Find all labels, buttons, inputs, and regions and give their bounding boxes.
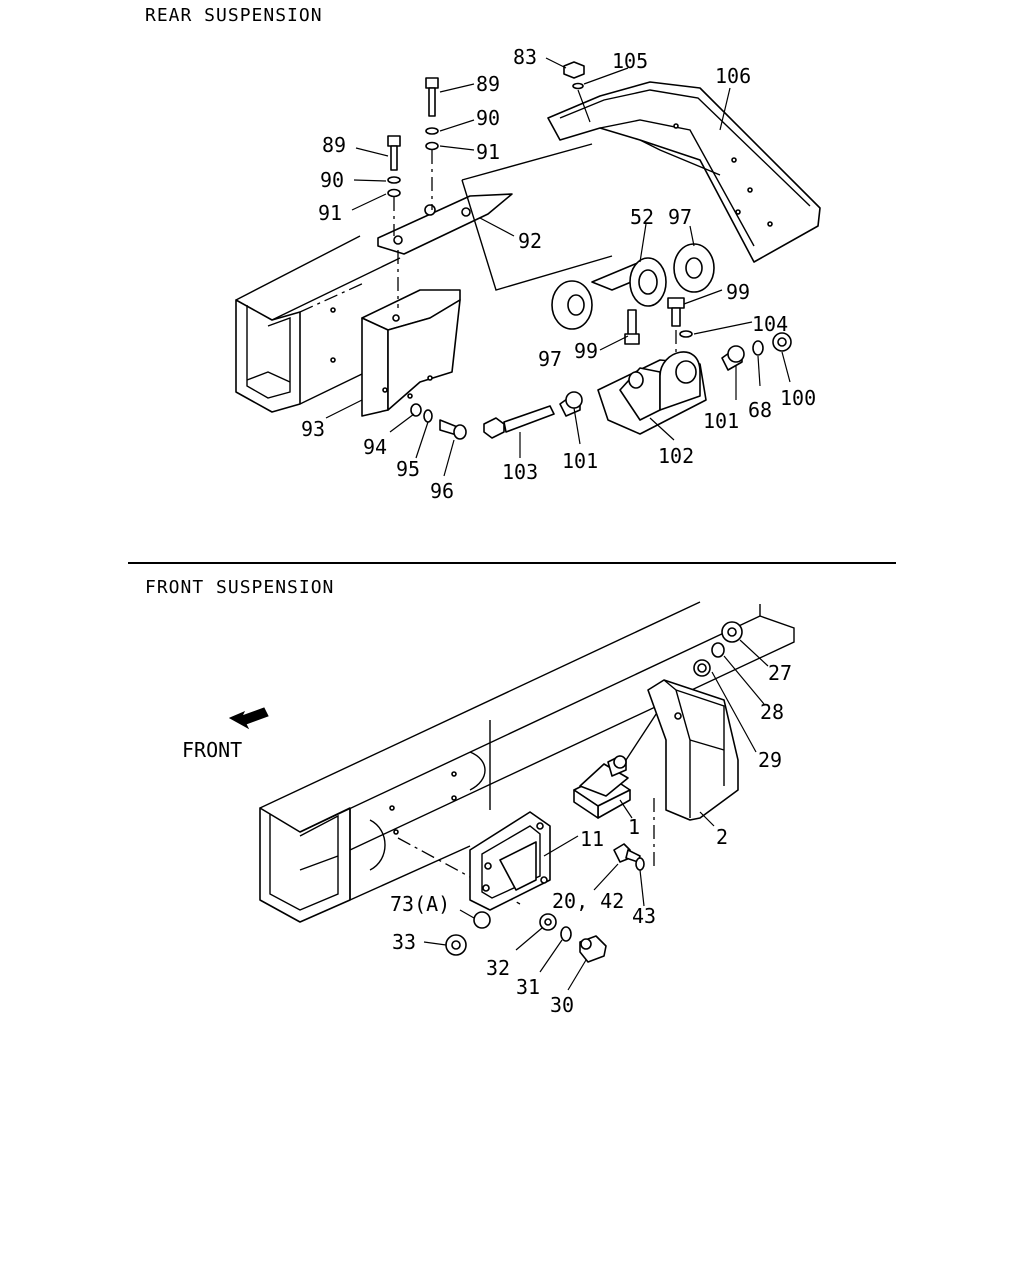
callout-97-left: 97 <box>538 347 562 371</box>
bolt-99-upper <box>667 297 685 327</box>
callout-104: 104 <box>752 312 788 336</box>
washer-97-left <box>551 280 593 330</box>
callout-90-left: 90 <box>320 168 344 192</box>
washer-90-left <box>387 176 401 184</box>
washer-104 <box>679 330 693 338</box>
washer-31 <box>560 926 572 942</box>
callout-2: 2 <box>716 825 728 849</box>
callout-28: 28 <box>760 700 784 724</box>
callout-93: 93 <box>301 417 325 441</box>
callout-27: 27 <box>768 661 792 685</box>
rear-leader-lines <box>325 57 791 477</box>
rear-frame-rail <box>235 235 401 413</box>
bolt-20-42 <box>613 843 641 863</box>
front-direction-label: FRONT <box>182 738 242 762</box>
part-11-mount-plate <box>469 811 551 911</box>
rear-suspension-title: REAR SUSPENSION <box>145 5 323 26</box>
part-2-hanger-bracket <box>647 679 739 821</box>
bolt-89-upper <box>425 77 439 117</box>
callout-52: 52 <box>630 205 654 229</box>
washer-94 <box>410 403 422 417</box>
nut-33 <box>445 934 467 956</box>
callout-103: 103 <box>502 460 538 484</box>
callout-11: 11 <box>580 827 604 851</box>
nut-100 <box>772 332 792 352</box>
bolt-96 <box>439 419 467 440</box>
callout-30: 30 <box>550 993 574 1017</box>
washer-105 <box>572 82 584 90</box>
callout-89-left: 89 <box>322 133 346 157</box>
callout-94: 94 <box>363 435 387 459</box>
callout-89-upper: 89 <box>476 72 500 96</box>
front-direction-arrow-icon <box>228 707 269 730</box>
bolt-89-left <box>387 135 401 171</box>
bushing-101-left <box>559 391 583 417</box>
callout-99-upper: 99 <box>726 280 750 304</box>
callout-90-upper: 90 <box>476 106 500 130</box>
callout-102: 102 <box>658 444 694 468</box>
washer-43 <box>635 857 645 871</box>
callout-73a: 73(A) <box>390 892 450 916</box>
callout-1: 1 <box>628 815 640 839</box>
part-92-plate <box>377 193 513 255</box>
callout-43: 43 <box>632 904 656 928</box>
bushing-101-right <box>721 345 745 371</box>
callout-92: 92 <box>518 229 542 253</box>
bolt-front-mount <box>607 755 627 777</box>
callout-101-right: 101 <box>703 409 739 433</box>
callout-83: 83 <box>513 45 537 69</box>
callout-96: 96 <box>430 479 454 503</box>
washer-95 <box>423 409 433 423</box>
washer-91-upper <box>425 141 439 151</box>
bolt-103 <box>483 405 555 439</box>
washer-73a <box>473 911 491 929</box>
part-106-arm <box>547 81 821 263</box>
callout-95: 95 <box>396 457 420 481</box>
nut-83 <box>563 61 585 79</box>
part-102-bracket <box>597 351 707 435</box>
bolt-99-lower <box>624 309 640 345</box>
callout-32: 32 <box>486 956 510 980</box>
callout-101-left: 101 <box>562 449 598 473</box>
part-93-bracket <box>361 289 461 417</box>
callout-97-right: 97 <box>668 205 692 229</box>
nut-27 <box>721 621 743 643</box>
part-1-rubber-mount <box>573 763 631 819</box>
washer-97-right <box>673 243 715 293</box>
bolt-30 <box>579 935 607 963</box>
part-52-bushing <box>591 257 667 307</box>
callout-29: 29 <box>758 748 782 772</box>
washer-91-left <box>387 188 401 198</box>
washer-28 <box>711 642 725 658</box>
callout-106: 106 <box>715 64 751 88</box>
callout-100: 100 <box>780 386 816 410</box>
callout-68: 68 <box>748 398 772 422</box>
callout-20-42: 20, 42 <box>552 889 624 913</box>
callout-105: 105 <box>612 49 648 73</box>
callout-91-upper: 91 <box>476 140 500 164</box>
washer-90-upper <box>425 127 439 135</box>
callout-99-lower: 99 <box>574 339 598 363</box>
front-frame-rail <box>259 601 795 923</box>
callout-33: 33 <box>392 930 416 954</box>
washer-68 <box>752 340 764 356</box>
washer-32 <box>539 913 557 931</box>
front-leader-lines <box>423 639 769 991</box>
callout-91-left: 91 <box>318 201 342 225</box>
callout-31: 31 <box>516 975 540 999</box>
front-suspension-title: FRONT SUSPENSION <box>145 577 334 598</box>
washer-29 <box>693 659 711 677</box>
